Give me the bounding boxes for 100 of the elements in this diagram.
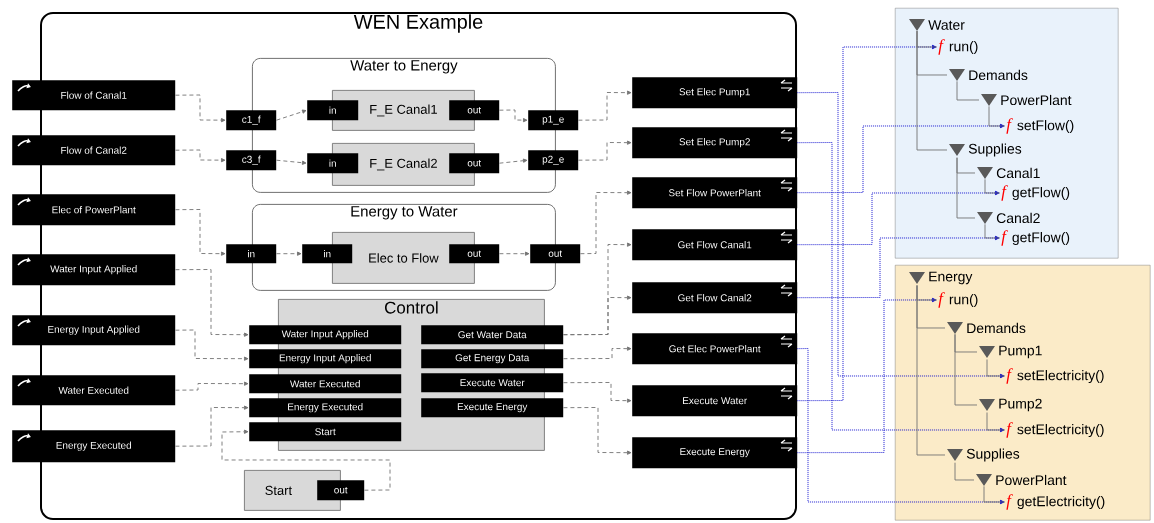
port-box: out — [449, 153, 500, 174]
output-port-box: Get Elec PowerPlant — [632, 333, 798, 365]
tree-line — [956, 80, 980, 101]
port-box: Water Executed — [249, 374, 402, 394]
tree-line — [984, 223, 1001, 239]
arrow — [796, 297, 937, 454]
node-label: Supplies — [968, 143, 1022, 157]
port-box: out — [449, 244, 500, 264]
output-port-box: Execute Water — [632, 385, 798, 417]
port-box: out — [530, 244, 581, 264]
output-port-box: Set Elec Pump1 — [632, 77, 798, 109]
arrow — [562, 346, 632, 360]
tree-line — [984, 178, 1001, 194]
arrow — [796, 190, 1000, 246]
arrow — [796, 142, 1005, 433]
arrow — [562, 407, 632, 455]
tree-item: PowerPlant — [976, 474, 1067, 486]
port-box: out — [449, 100, 500, 121]
output-port-box: Get Flow Canal1 — [632, 229, 798, 261]
node-label: PowerPlant — [996, 474, 1067, 486]
tree-line — [956, 157, 976, 219]
input-port-box: Flow of Canal2 — [12, 135, 176, 166]
function-item: f setElectricity() — [1006, 422, 1104, 438]
function-item: f getFlow() — [1001, 230, 1070, 246]
output-port-box: Set Flow PowerPlant — [632, 177, 798, 209]
input-port-box: Water Executed — [12, 375, 176, 406]
arrow — [562, 382, 632, 403]
tree-line — [986, 359, 1006, 377]
arrow — [579, 190, 632, 255]
port-box: Start — [249, 422, 402, 442]
port-box: p1_e — [528, 110, 579, 131]
tree-item: Canal1 — [977, 167, 1040, 179]
arrow — [498, 109, 528, 123]
function-item: f getElectricity() — [1006, 494, 1105, 510]
input-port-box: Elec of PowerPlant — [12, 194, 176, 226]
port-box: Execute Energy — [421, 398, 564, 418]
arrow — [562, 295, 632, 336]
tree-item: Supplies — [949, 143, 1022, 157]
port-box: Execute Water — [421, 373, 564, 393]
arrow — [275, 251, 302, 256]
port-box: Energy Input Applied — [249, 349, 402, 369]
tree-item: Energy — [909, 271, 973, 285]
input-port-box: Energy Executed — [12, 430, 176, 463]
tree-item: Demands — [949, 69, 1028, 81]
tree-item: Pump2 — [979, 398, 1042, 412]
tree-line — [986, 412, 1006, 431]
port-box: Get Energy Data — [421, 349, 564, 369]
input-port-box: Water Input Applied — [12, 254, 176, 286]
port-box: Energy Executed — [249, 398, 402, 418]
node-label: Demands — [967, 322, 1026, 334]
node-label: Supplies — [966, 448, 1020, 462]
port-box: out — [317, 480, 365, 501]
input-port-box: Energy Input Applied — [12, 315, 176, 346]
tree-item: Supplies — [947, 448, 1020, 462]
tree-line — [954, 462, 975, 481]
node-label: Energy — [929, 271, 973, 285]
output-port-box: Execute Energy — [632, 437, 798, 469]
port-box: p2_e — [528, 150, 579, 171]
arrow — [174, 94, 226, 123]
tree-line — [988, 105, 1006, 127]
node-label: Demands — [969, 69, 1028, 81]
tree-item: PowerPlant — [981, 94, 1072, 106]
port-box: c3_f — [226, 150, 277, 171]
function-item: f run() — [938, 39, 978, 55]
function-item: f setFlow() — [1006, 118, 1074, 134]
output-port-box: Get Flow Canal2 — [632, 282, 798, 314]
arrow — [577, 140, 632, 161]
arrow — [796, 44, 937, 402]
arrow — [796, 123, 1005, 194]
tree-item: Demands — [947, 322, 1026, 334]
arrow — [796, 235, 1000, 299]
port-box: c1_f — [226, 110, 277, 131]
tree-line — [916, 285, 946, 456]
arrow — [577, 90, 632, 121]
arrow — [796, 92, 1005, 379]
arrow — [796, 348, 1005, 505]
tree-line — [954, 333, 978, 406]
node-label: Water — [928, 20, 965, 30]
function-item: f getFlow() — [1001, 185, 1070, 201]
output-port-box: Set Elec Pump2 — [632, 127, 798, 159]
arrow — [174, 209, 226, 256]
port-box: in — [307, 100, 359, 121]
input-port-box: Flow of Canal1 — [12, 80, 176, 111]
arrow — [275, 159, 307, 165]
arrow — [174, 381, 249, 391]
arrow — [174, 269, 249, 337]
tree-panel — [895, 265, 1151, 521]
node-label: Pump1 — [999, 345, 1042, 359]
port-box: in — [226, 244, 277, 264]
tree-panel — [895, 8, 1119, 259]
tree-item: Canal2 — [977, 212, 1040, 224]
port-box: in — [307, 153, 359, 174]
arrow — [498, 251, 530, 256]
port-box: in — [302, 244, 353, 264]
function-item: f setElectricity() — [1006, 368, 1104, 384]
tree-item: Pump1 — [979, 345, 1042, 359]
node-label: Pump2 — [999, 398, 1042, 412]
arrow — [174, 329, 249, 361]
port-box: Water Input Applied — [249, 325, 402, 345]
node-label: PowerPlant — [1001, 94, 1072, 106]
